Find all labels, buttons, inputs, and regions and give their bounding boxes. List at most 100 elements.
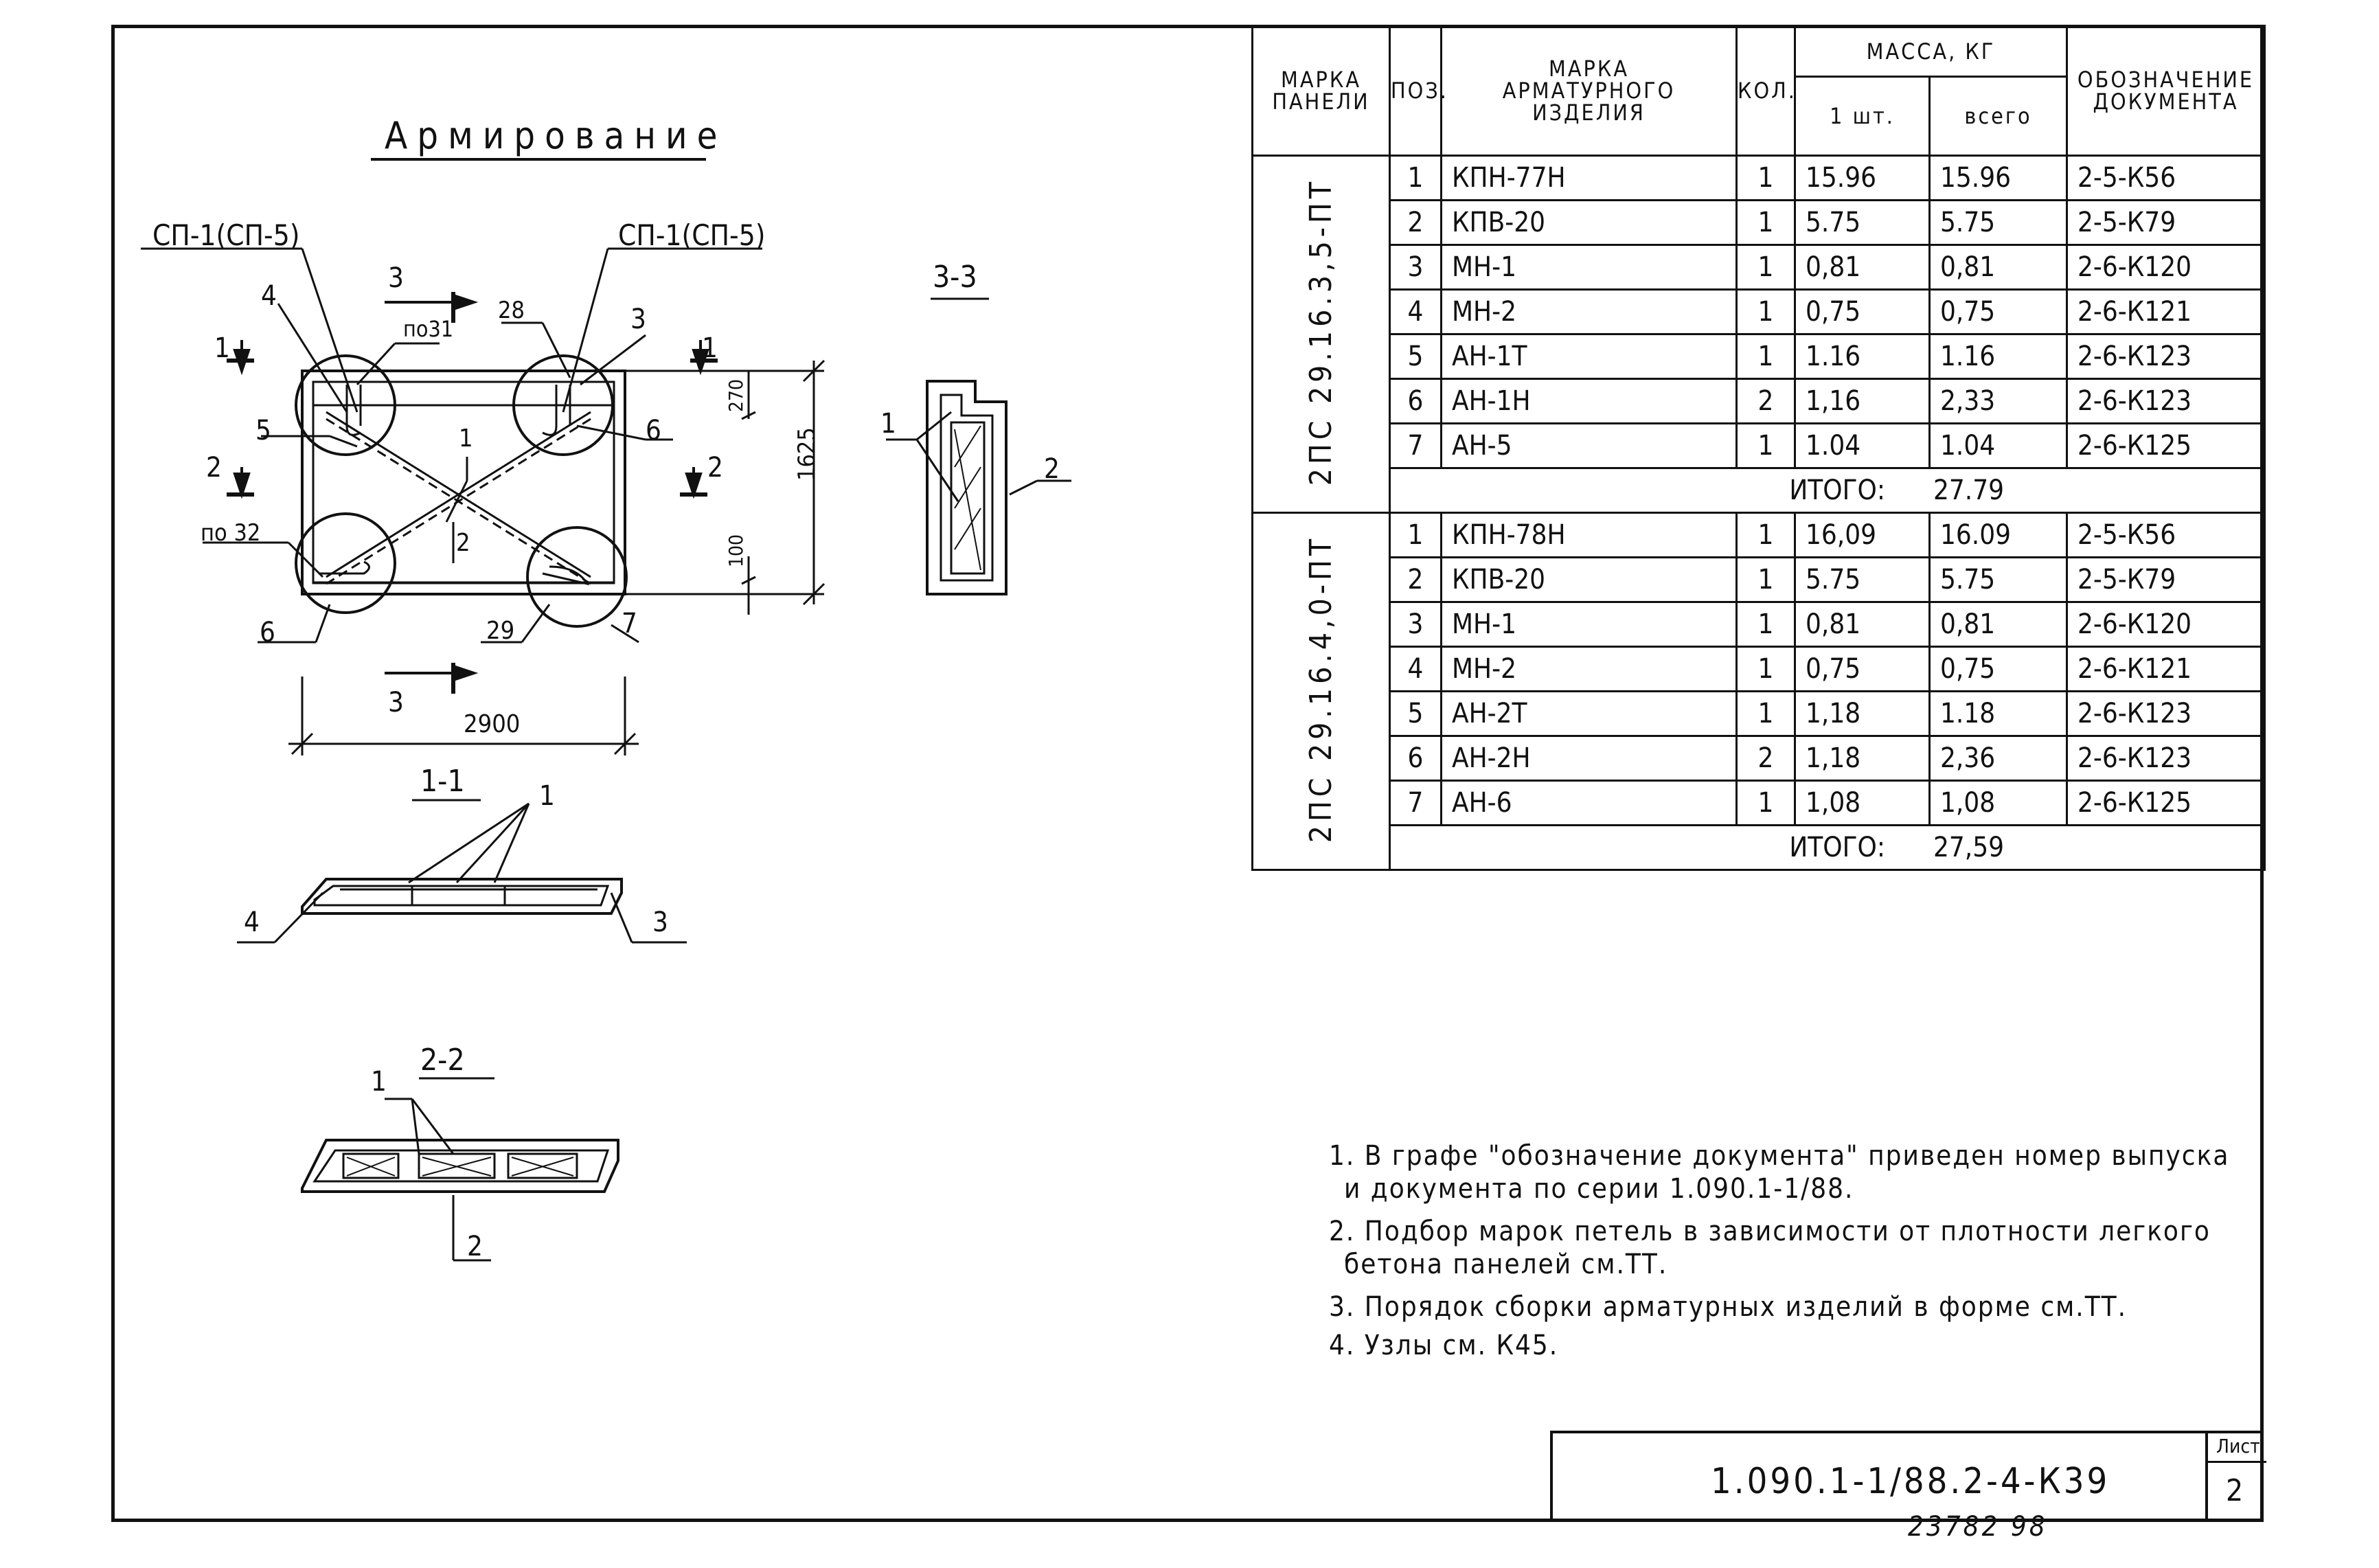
mass-total-cell: 2,33 — [1928, 378, 2068, 424]
total-label: ИТОГО: — [1789, 475, 1885, 506]
mass-total-cell: 1,08 — [1928, 780, 2068, 826]
pos-cell: 7 — [1389, 780, 1442, 826]
label-cut2-left: 2 — [206, 452, 222, 484]
dim-270: 270 — [725, 378, 747, 412]
item-mark-cell: АН-2Т — [1440, 690, 1738, 737]
mass-one-cell: 1,08 — [1794, 780, 1931, 826]
mass-total-cell: 1.04 — [1928, 422, 2068, 469]
label-pos4: 4 — [261, 280, 277, 312]
label-29: 29 — [486, 617, 515, 645]
item-mark-cell: КПВ-20 — [1440, 199, 1738, 246]
total-value: 27,59 — [1933, 832, 2004, 863]
title-block-stamp: 1.090.1-1/88.2-4-К39 Лист 2 — [1550, 1431, 2266, 1522]
total-row: ИТОГО:27.79 — [1253, 467, 2266, 514]
qty-cell: 1 — [1735, 690, 1796, 737]
mass-one-cell: 1,16 — [1794, 378, 1931, 424]
archive-number: 23782 98 — [1908, 1511, 2048, 1543]
mass-total-cell: 2,36 — [1928, 735, 2068, 782]
label-pos2-plan: 2 — [456, 529, 470, 557]
note-line: 3. Порядок сборки арматурных изделий в ф… — [1329, 1291, 2128, 1323]
qty-cell: 1 — [1735, 333, 1796, 380]
label-pos3-plan: 3 — [630, 304, 646, 335]
item-mark-cell: МН-2 — [1440, 288, 1738, 335]
sheet-label: Лист — [2216, 1435, 2260, 1457]
mass-total-cell: 0,75 — [1928, 288, 2068, 335]
pos-cell: 5 — [1389, 333, 1442, 380]
mass-one-cell: 1.16 — [1794, 333, 1931, 380]
panel-mark-cell: 2ПС 29.16.4,0-ПТ — [1251, 512, 1391, 871]
mass-total-cell: 16.09 — [1928, 512, 2068, 558]
sheet-cell: Лист 2 — [2205, 1433, 2266, 1522]
label-sp-right: СП-1(СП-5) — [618, 218, 766, 252]
label-pos5: 5 — [255, 415, 271, 446]
header-doc: ОБОЗНАЧЕНИЕ ДОКУМЕНТА — [2066, 25, 2266, 157]
section-3-3-title: 3-3 — [933, 260, 977, 295]
mass-one-cell: 5.75 — [1794, 199, 1931, 246]
mass-total-cell: 0,75 — [1928, 646, 2068, 692]
label-pos1-s22: 1 — [371, 1066, 387, 1098]
dim-2900: 2900 — [464, 710, 521, 738]
mass-one-cell: 0,81 — [1794, 244, 1931, 291]
pos-cell: 4 — [1389, 646, 1442, 692]
doc-cell: 2-6-К121 — [2066, 646, 2266, 692]
total-row: ИТОГО:27,59 — [1253, 824, 2266, 871]
header-mass-total: всего — [1928, 76, 2068, 157]
label-cut1-left: 1 — [214, 332, 230, 364]
label-pos1-s33: 1 — [880, 408, 896, 440]
label-pos1-s11: 1 — [539, 780, 555, 812]
qty-cell: 1 — [1735, 288, 1796, 335]
header-item-mark: МАРКА АРМАТУРНОГО ИЗДЕЛИЯ — [1440, 25, 1738, 157]
doc-cell: 2-6-К123 — [2066, 690, 2266, 737]
header-pos: ПОЗ. — [1389, 25, 1446, 157]
header-qty: КОЛ. — [1735, 25, 1796, 157]
item-mark-cell: АН-1Н — [1440, 378, 1738, 424]
label-28: 28 — [498, 297, 525, 324]
qty-cell: 1 — [1735, 155, 1796, 201]
qty-cell: 1 — [1735, 199, 1796, 246]
mass-one-cell: 16,09 — [1794, 512, 1931, 558]
label-pos4-s11: 4 — [244, 907, 260, 938]
label-sp-left: СП-1(СП-5) — [152, 218, 300, 252]
section-1-1-title: 1-1 — [420, 764, 465, 799]
doc-cell: 2-6-К123 — [2066, 378, 2266, 424]
doc-cell: 2-5-К56 — [2066, 155, 2266, 201]
mass-total-cell: 0,81 — [1928, 244, 2068, 291]
item-mark-cell: АН-2Н — [1440, 735, 1738, 782]
pos-cell: 4 — [1389, 288, 1442, 335]
drawing-title: Армирование — [385, 114, 727, 157]
specification-table: МАРКА ПАНЕЛИ ПОЗ. МАРКА АРМАТУРНОГО ИЗДЕ… — [1251, 24, 2266, 871]
mass-total-cell: 5.75 — [1928, 199, 2068, 246]
qty-cell: 1 — [1735, 512, 1796, 558]
section-2-2-title: 2-2 — [420, 1043, 465, 1078]
mass-total-cell: 15.96 — [1928, 155, 2068, 201]
doc-cell: 2-5-К79 — [2066, 199, 2266, 246]
mass-one-cell: 0,81 — [1794, 601, 1931, 648]
item-mark-cell: КПН-77Н — [1440, 155, 1738, 201]
label-cut2-right: 2 — [707, 452, 723, 484]
qty-cell: 1 — [1735, 556, 1796, 603]
label-cut3-top: 3 — [388, 262, 404, 294]
label-cut1-right: 1 — [702, 332, 718, 364]
item-mark-cell: МН-2 — [1440, 646, 1738, 692]
document-code: 1.090.1-1/88.2-4-К39 — [1711, 1461, 2110, 1502]
label-po32: по 32 — [201, 519, 261, 547]
item-mark-cell: МН-1 — [1440, 601, 1738, 648]
qty-cell: 1 — [1735, 422, 1796, 469]
doc-cell: 2-5-К56 — [2066, 512, 2266, 558]
mass-total-cell: 1.16 — [1928, 333, 2068, 380]
panel-mark-text: 2ПС 29.16.3,5-ПТ — [1303, 177, 1339, 486]
note-line: 1. В графе "обозначение документа" приве… — [1329, 1140, 2230, 1172]
total-cell: ИТОГО:27,59 — [1389, 824, 2266, 871]
doc-cell: 2-6-К125 — [2066, 422, 2266, 469]
qty-cell: 2 — [1735, 735, 1796, 782]
